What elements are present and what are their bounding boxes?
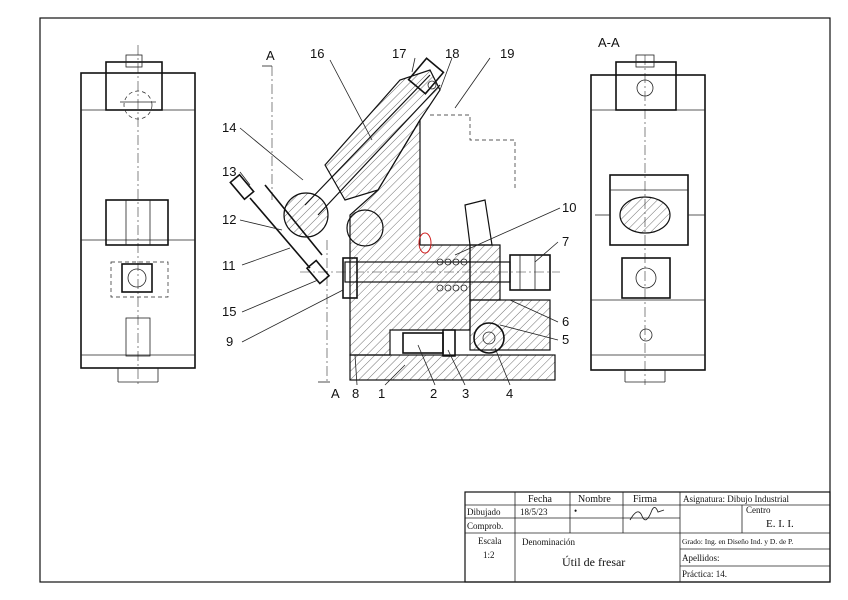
cut-label-bottom: A xyxy=(331,386,340,401)
centro-value: E. I. I. xyxy=(766,518,794,530)
label-2: 2 xyxy=(430,386,437,401)
main-section-view xyxy=(229,57,560,383)
label-13: 13 xyxy=(222,164,236,179)
label-11: 11 xyxy=(222,258,236,273)
asignatura: Asignatura: Dibujo Industrial xyxy=(683,494,789,504)
denominacion-value: Útil de fresar xyxy=(562,555,625,569)
escala-value: 1:2 xyxy=(483,550,495,560)
label-8: 8 xyxy=(352,386,359,401)
label-3: 3 xyxy=(462,386,469,401)
left-side-view xyxy=(80,45,196,385)
escala-label: Escala xyxy=(478,536,501,546)
leader-lines xyxy=(239,57,561,386)
comprob-label: Comprob. xyxy=(467,521,503,531)
label-5: 5 xyxy=(562,332,569,347)
label-16: 16 xyxy=(310,46,324,61)
fecha-label: Fecha xyxy=(528,494,552,505)
label-1: 1 xyxy=(378,386,385,401)
part-labels: 16 17 18 19 14 13 12 11 15 9 10 7 6 5 4 … xyxy=(222,35,620,401)
spring xyxy=(436,258,468,292)
cut-label-top: A xyxy=(266,48,275,63)
nombre-label: Nombre xyxy=(578,494,611,505)
label-19: 19 xyxy=(500,46,514,61)
label-9: 9 xyxy=(226,334,233,349)
label-18: 18 xyxy=(445,46,459,61)
dibujado-label: Dibujado xyxy=(467,507,501,517)
label-4: 4 xyxy=(506,386,513,401)
centro-label: Centro xyxy=(746,505,771,515)
label-17: 17 xyxy=(392,46,406,61)
signature xyxy=(629,507,665,521)
label-14: 14 xyxy=(222,120,236,135)
dibujado-nombre: • xyxy=(574,506,577,516)
label-15: 15 xyxy=(222,304,236,319)
dibujado-fecha: 18/5/23 xyxy=(520,507,548,517)
label-10: 10 xyxy=(562,200,576,215)
title-block: Fecha Nombre Firma Asignatura: Dibujo In… xyxy=(464,491,831,583)
highlight-mark xyxy=(418,232,432,254)
apellidos: Apellidos: xyxy=(682,553,720,563)
denominacion-label: Denominación xyxy=(522,537,575,547)
label-7: 7 xyxy=(562,234,569,249)
section-a-a-view xyxy=(590,54,706,385)
label-6: 6 xyxy=(562,314,569,329)
sheet-border xyxy=(39,17,831,583)
section-label: A-A xyxy=(598,35,620,50)
firma-label: Firma xyxy=(633,494,657,505)
practica: Práctica: 14. xyxy=(682,569,727,579)
grado: Grado: Ing. en Diseño Ind. y D. de P. xyxy=(682,537,793,546)
label-12: 12 xyxy=(222,212,236,227)
